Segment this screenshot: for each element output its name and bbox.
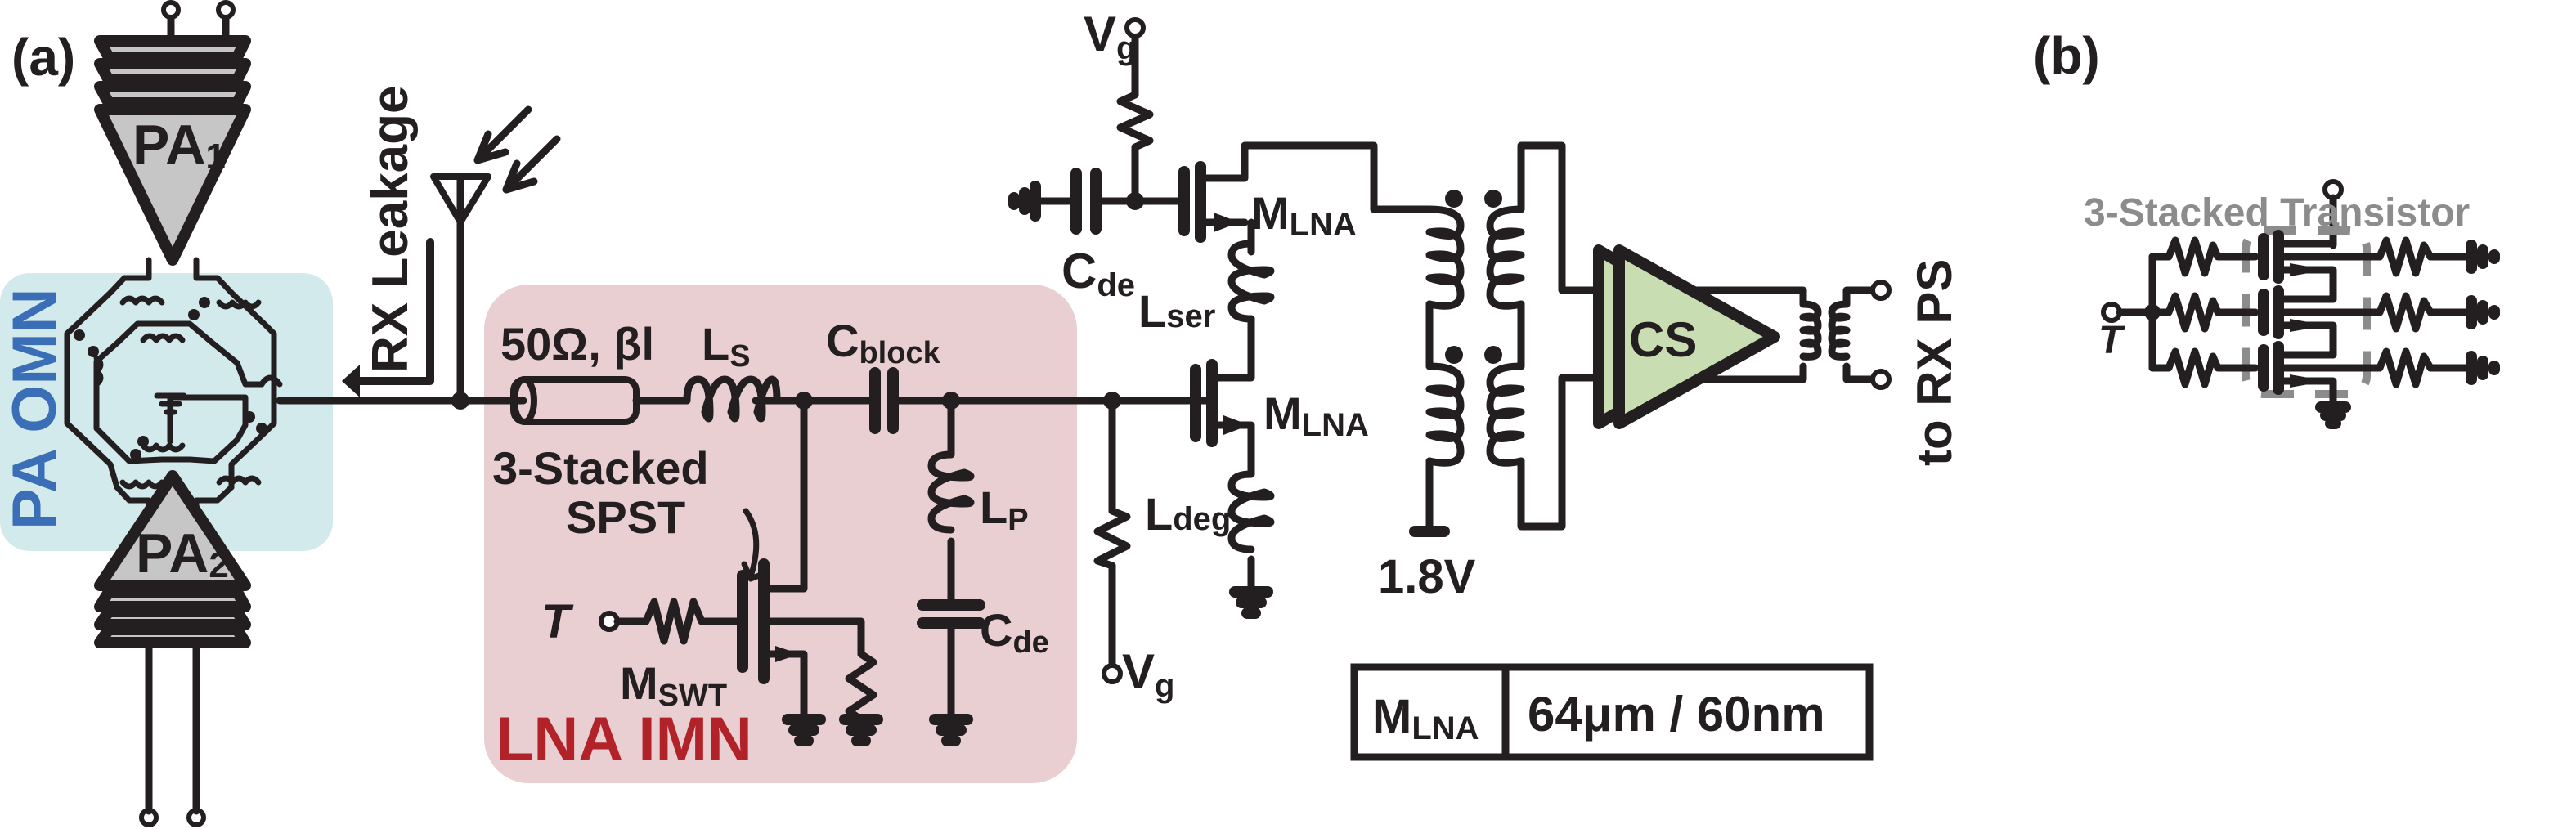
rx-leakage-arrow [342,238,434,397]
spst-label-line1: 3-Stacked [492,442,709,494]
pa1-label: PA1 [132,114,226,177]
spst-label-line2: SPST [566,491,685,543]
output-label: to RX PS [1907,259,1962,466]
stack-t-label: T [2098,319,2125,362]
device-size-table: MLNA 64μm / 60nm [1350,663,1874,761]
mlna-top-label: MLNA [1251,187,1357,243]
mlna-bottom-label: MLNA [1263,388,1369,443]
ground-icon [929,714,973,746]
vg-bottom-label: Vg [1122,644,1174,704]
antenna-icon [430,105,561,405]
mswt-label: MSWT [620,657,727,713]
pa-omn-label: PA OMN [0,288,70,530]
cs-label: CS [1629,312,1697,367]
lp-label: LP [980,482,1029,537]
stacked-transistor-schematic: 3-Stacked Transistor T [2084,179,2500,429]
pa-omn-combiner [64,257,283,518]
pa2-amplifier: PA2 [94,470,251,827]
pa1-input-terminal-2 [216,0,236,20]
pa1-amplifier: PA1 [94,0,251,266]
panel-a-tag: (a) [11,28,75,87]
stack-transistor-3 [2148,341,2500,410]
ground-icon [782,714,826,746]
lna-imn-label: LNA IMN [496,705,752,774]
cblock-label: Cblock [826,315,941,370]
rx-leakage-label: RX Leakage [362,85,419,373]
size-table-device: MLNA [1372,690,1479,746]
vg-top-label: Vg [1084,7,1136,66]
switch-control-t-label: T [541,595,574,648]
imn-cde-label: Cde [980,604,1049,660]
supply-label: 1.8V [1378,550,1476,603]
stack-title: 3-Stacked Transistor [2084,191,2470,235]
cs-amplifier: CS [1593,244,1892,429]
lser-label: Lser [1138,285,1215,337]
tline-label: 50Ω, βl [500,318,654,370]
lna-imn-network [510,367,1081,746]
ls-label: LS [702,318,751,374]
lna-imn-box [484,285,1077,783]
stack-transistor-2 [2148,285,2500,359]
interstage-transformer [1370,141,1607,537]
pa1-input-terminal-1 [161,0,181,20]
stack-transistor-1 [2148,230,2500,303]
ground-icon [839,714,883,746]
pa2-label: PA2 [136,522,229,585]
ldeg-label: Ldeg [1145,488,1231,540]
panel-b-tag: (b) [2033,26,2100,85]
lna-cascode [1008,17,1378,684]
size-table-value: 64μm / 60nm [1528,687,1825,742]
lna-cde-label: Cde [1061,244,1135,303]
